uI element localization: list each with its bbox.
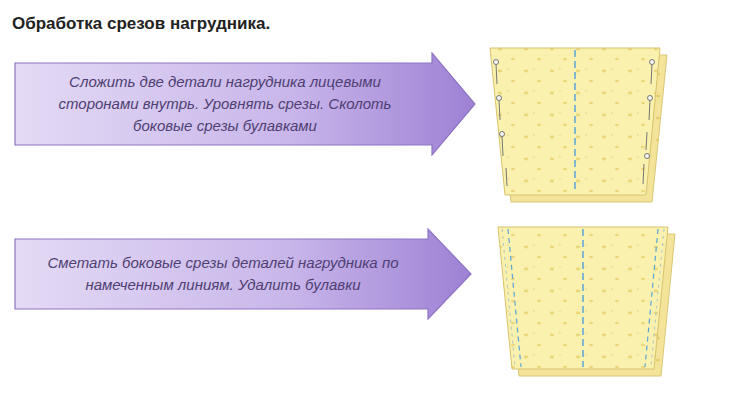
fabric-front (498, 227, 668, 369)
arrow-callout: Сметать боковые срезы деталей нагрудника… (14, 228, 472, 320)
basting-line (508, 229, 521, 367)
instruction-text: Сложить две детали нагрудника лицевыми с… (28, 71, 422, 137)
center-line (574, 50, 576, 193)
pins (494, 60, 655, 187)
arrow-outline (15, 229, 471, 319)
text-area: Сметать боковые срезы деталей нагрудника… (14, 228, 472, 320)
text-area: Сложить две детали нагрудника лицевыми с… (14, 52, 476, 156)
title: Обработка срезов нагрудника. (12, 14, 270, 34)
arrow-shape (14, 228, 472, 320)
basting-line (502, 229, 515, 367)
arrow-outline (15, 53, 475, 155)
arrow-callout: Сложить две детали нагрудника лицевыми с… (14, 52, 476, 156)
center-line (582, 229, 584, 367)
instruction-text: Сметать боковые срезы деталей нагрудника… (28, 252, 418, 296)
basting-line (645, 229, 658, 367)
fabric-front (490, 48, 660, 195)
basting-line (651, 229, 664, 367)
